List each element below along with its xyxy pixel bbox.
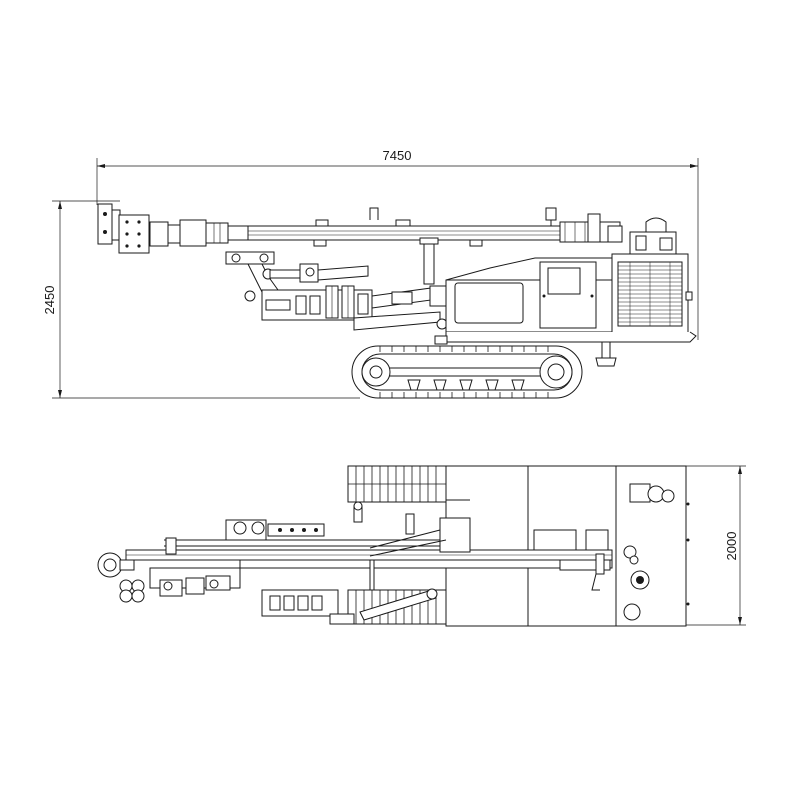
- track-shoes: [379, 346, 549, 398]
- rod-changer-plan: [119, 579, 145, 603]
- dimension-length: 7450: [96, 148, 699, 340]
- chassis-plan: [445, 465, 690, 627]
- power-unit-body: [434, 217, 697, 367]
- dimension-height-label: 2450: [42, 286, 57, 315]
- feed-beam-plan: [125, 517, 613, 591]
- dimension-width-label: 2000: [724, 532, 739, 561]
- valve-bank-plan: [225, 501, 438, 625]
- rock-drill-head: [97, 203, 249, 254]
- mast-column: [419, 237, 439, 285]
- side-view: 7450 2450: [42, 148, 699, 399]
- drill-head-plan: [97, 552, 241, 603]
- radiator-grille: [618, 262, 682, 326]
- dimension-height: 2450: [42, 200, 360, 399]
- crawler-track: [351, 345, 583, 399]
- dimension-length-label: 7450: [383, 148, 412, 163]
- track-rollers: [407, 379, 525, 391]
- boom-linkage: [225, 251, 448, 331]
- track-plan-upper: [347, 465, 447, 503]
- dimension-width: 2000: [685, 465, 746, 626]
- top-view: 2000: [97, 465, 746, 627]
